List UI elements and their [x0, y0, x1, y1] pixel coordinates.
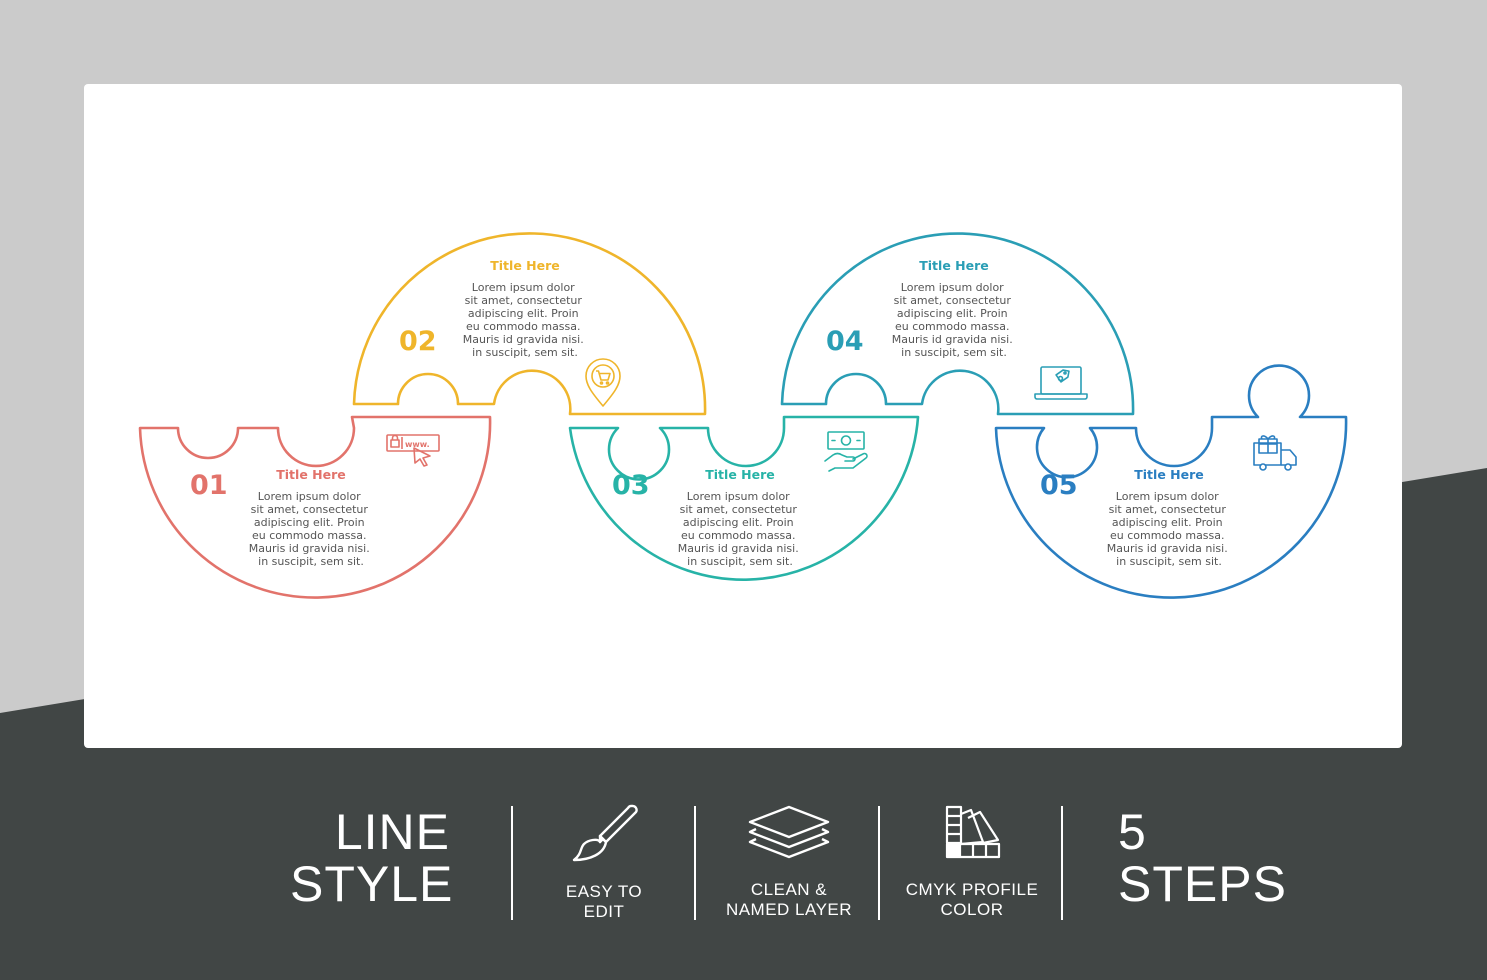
feature-3-label-line1: CMYK PROFILE: [905, 880, 1039, 899]
svg-text:www.: www.: [405, 440, 430, 449]
paintbrush-icon: [572, 804, 638, 862]
steps-label-line2: STEPS: [1118, 856, 1287, 912]
puzzle-piece-2: [352, 232, 707, 416]
step-title-3: Title Here: [705, 467, 774, 482]
step-body-1: Lorem ipsum dolor sit amet, consectetur …: [249, 490, 373, 568]
money-hand-icon: [824, 431, 868, 472]
steps-label: 5 STEPS: [1118, 806, 1298, 910]
puzzle-piece-3: [568, 415, 920, 581]
layers-icon: [748, 805, 830, 859]
step-number-3: 03: [612, 470, 650, 501]
step-number-5: 05: [1040, 470, 1078, 501]
feature-2-label-line2: NAMED LAYER: [725, 900, 853, 919]
footer-divider-3: [878, 806, 880, 920]
feature-3-label-line2: COLOR: [940, 900, 1004, 919]
step-title-5: Title Here: [1134, 467, 1203, 482]
step-number-1: 01: [190, 470, 228, 501]
delivery-truck-gift-icon: [1253, 435, 1297, 471]
step-number-4: 04: [826, 326, 864, 357]
puzzle-piece-4: [780, 232, 1135, 416]
infographic-card: [84, 84, 1402, 748]
step-title-4: Title Here: [919, 258, 988, 273]
footer-divider-2: [694, 806, 696, 920]
puzzle-piece-5: [994, 364, 1348, 599]
shopping-cart-pin-icon: [585, 358, 621, 407]
style-label-line2: STYLE: [290, 856, 454, 912]
style-label: LINE STYLE: [290, 804, 454, 912]
feature-1-label-line2: EDIT: [583, 902, 625, 921]
step-body-2: Lorem ipsum dolor sit amet, consectetur …: [463, 281, 587, 359]
footer-divider-1: [511, 806, 513, 920]
step-body-3: Lorem ipsum dolor sit amet, consectetur …: [678, 490, 802, 568]
footer-divider-4: [1061, 806, 1063, 920]
step-title-1: Title Here: [276, 467, 345, 482]
feature-1-label-line1: EASY TO: [565, 882, 643, 901]
steps-label-line1: 5: [1118, 804, 1147, 860]
step-number-2: 02: [399, 326, 437, 357]
style-label-line1: LINE: [334, 804, 450, 860]
puzzle-piece-1: [138, 415, 492, 599]
feature-1-label: EASY TO EDIT: [540, 882, 668, 922]
step-body-4: Lorem ipsum dolor sit amet, consectetur …: [892, 281, 1016, 359]
laptop-tag-icon: [1034, 366, 1088, 400]
feature-2-label-line1: CLEAN &: [750, 880, 828, 899]
feature-3-label: CMYK PROFILE COLOR: [900, 880, 1044, 920]
feature-2-label: CLEAN & NAMED LAYER: [716, 880, 862, 920]
step-body-5: Lorem ipsum dolor sit amet, consectetur …: [1107, 490, 1231, 568]
web-address-cursor-icon: www.: [386, 434, 440, 467]
step-title-2: Title Here: [490, 258, 559, 273]
color-swatch-icon: [945, 805, 1001, 859]
